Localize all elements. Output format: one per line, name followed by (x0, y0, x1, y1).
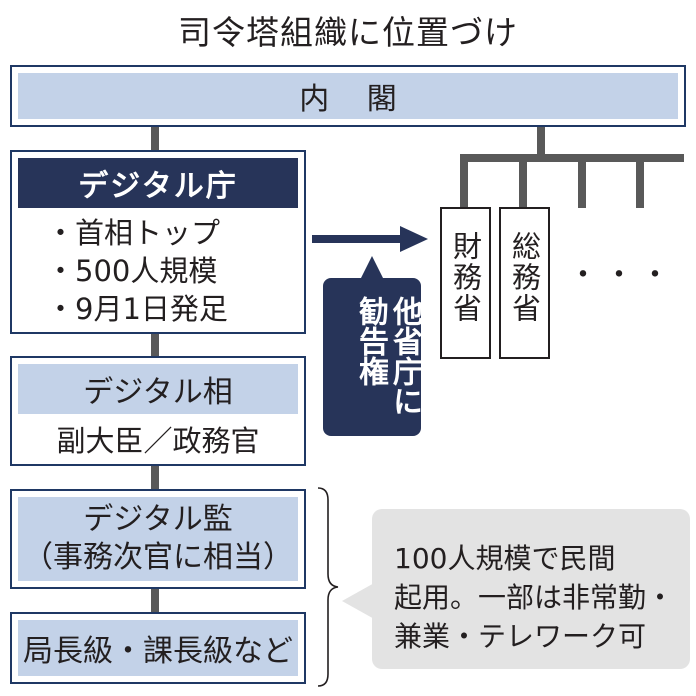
bullet-item: ・首相トップ (46, 216, 221, 250)
digital-supervisor-title: デジタル監 (83, 502, 233, 537)
brace-icon (317, 487, 339, 687)
digital-minister-header: デジタル相 (18, 364, 298, 414)
digital-minister-title: デジタル相 (83, 375, 233, 410)
bureau-level-label: 局長級・課長級など (23, 634, 293, 669)
connector-supervisor-bureau (151, 587, 159, 615)
digital-agency-box: デジタル庁 ・首相トップ ・500人規模 ・9月1日発足 (10, 150, 306, 334)
bullet-item: ・500人規模 (46, 254, 218, 288)
digital-agency-header: デジタル庁 (18, 158, 298, 208)
connector-minister-supervisor (151, 464, 159, 490)
callout-pointer (360, 256, 384, 280)
digital-supervisor-box: デジタル監 （事務次官に相当） (10, 489, 306, 589)
digital-minister-box: デジタル相 副大臣／政務官 (10, 356, 306, 466)
cabinet-fill: 内 閣 (18, 73, 678, 119)
bullet-item: ・9月1日発足 (46, 292, 228, 326)
cabinet-label: 内 閣 (299, 82, 411, 117)
ministry-box: 総務省 (499, 207, 550, 359)
connector-cabinet-agency (151, 127, 159, 151)
digital-minister-sub: 副大臣／政務官 (56, 424, 260, 458)
authority-callout: 他省庁に勧告権 (323, 278, 422, 436)
note-line: 兼業・テレワーク可 (394, 620, 647, 653)
ministries-ellipsis: ・・・ (568, 258, 676, 293)
connector-ministry-3 (578, 154, 586, 208)
connector-ministries-bar (460, 154, 684, 162)
connector-ministry-4 (636, 154, 644, 208)
digital-agency-bullets: ・首相トップ ・500人規模 ・9月1日発足 (46, 214, 228, 328)
arrow-right-icon (312, 226, 428, 252)
cabinet-box: 内 閣 (10, 65, 686, 127)
connector-agency-minister (151, 332, 159, 362)
digital-supervisor-sub: （事務次官に相当） (23, 540, 293, 575)
bureau-level-box: 局長級・課長級など (10, 612, 306, 684)
digital-agency-title: デジタル庁 (78, 169, 238, 204)
ministry-box: 財務省 (440, 207, 491, 359)
note-line: 起用。一部は非常勤・ (394, 581, 675, 614)
connector-ministry-1 (460, 154, 468, 208)
diagram-title: 司令塔組織に位置づけ (178, 13, 518, 52)
connector-cabinet-ministries (537, 127, 545, 157)
note-line: 100人規模で民間 (394, 542, 616, 575)
bureau-level-fill: 局長級・課長級など (18, 620, 298, 676)
note-pointer (342, 582, 376, 620)
digital-supervisor-fill: デジタル監 （事務次官に相当） (18, 497, 298, 581)
recruitment-note: 100人規模で民間 起用。一部は非常勤・ 兼業・テレワーク可 (372, 509, 690, 669)
connector-ministry-2 (519, 154, 527, 208)
